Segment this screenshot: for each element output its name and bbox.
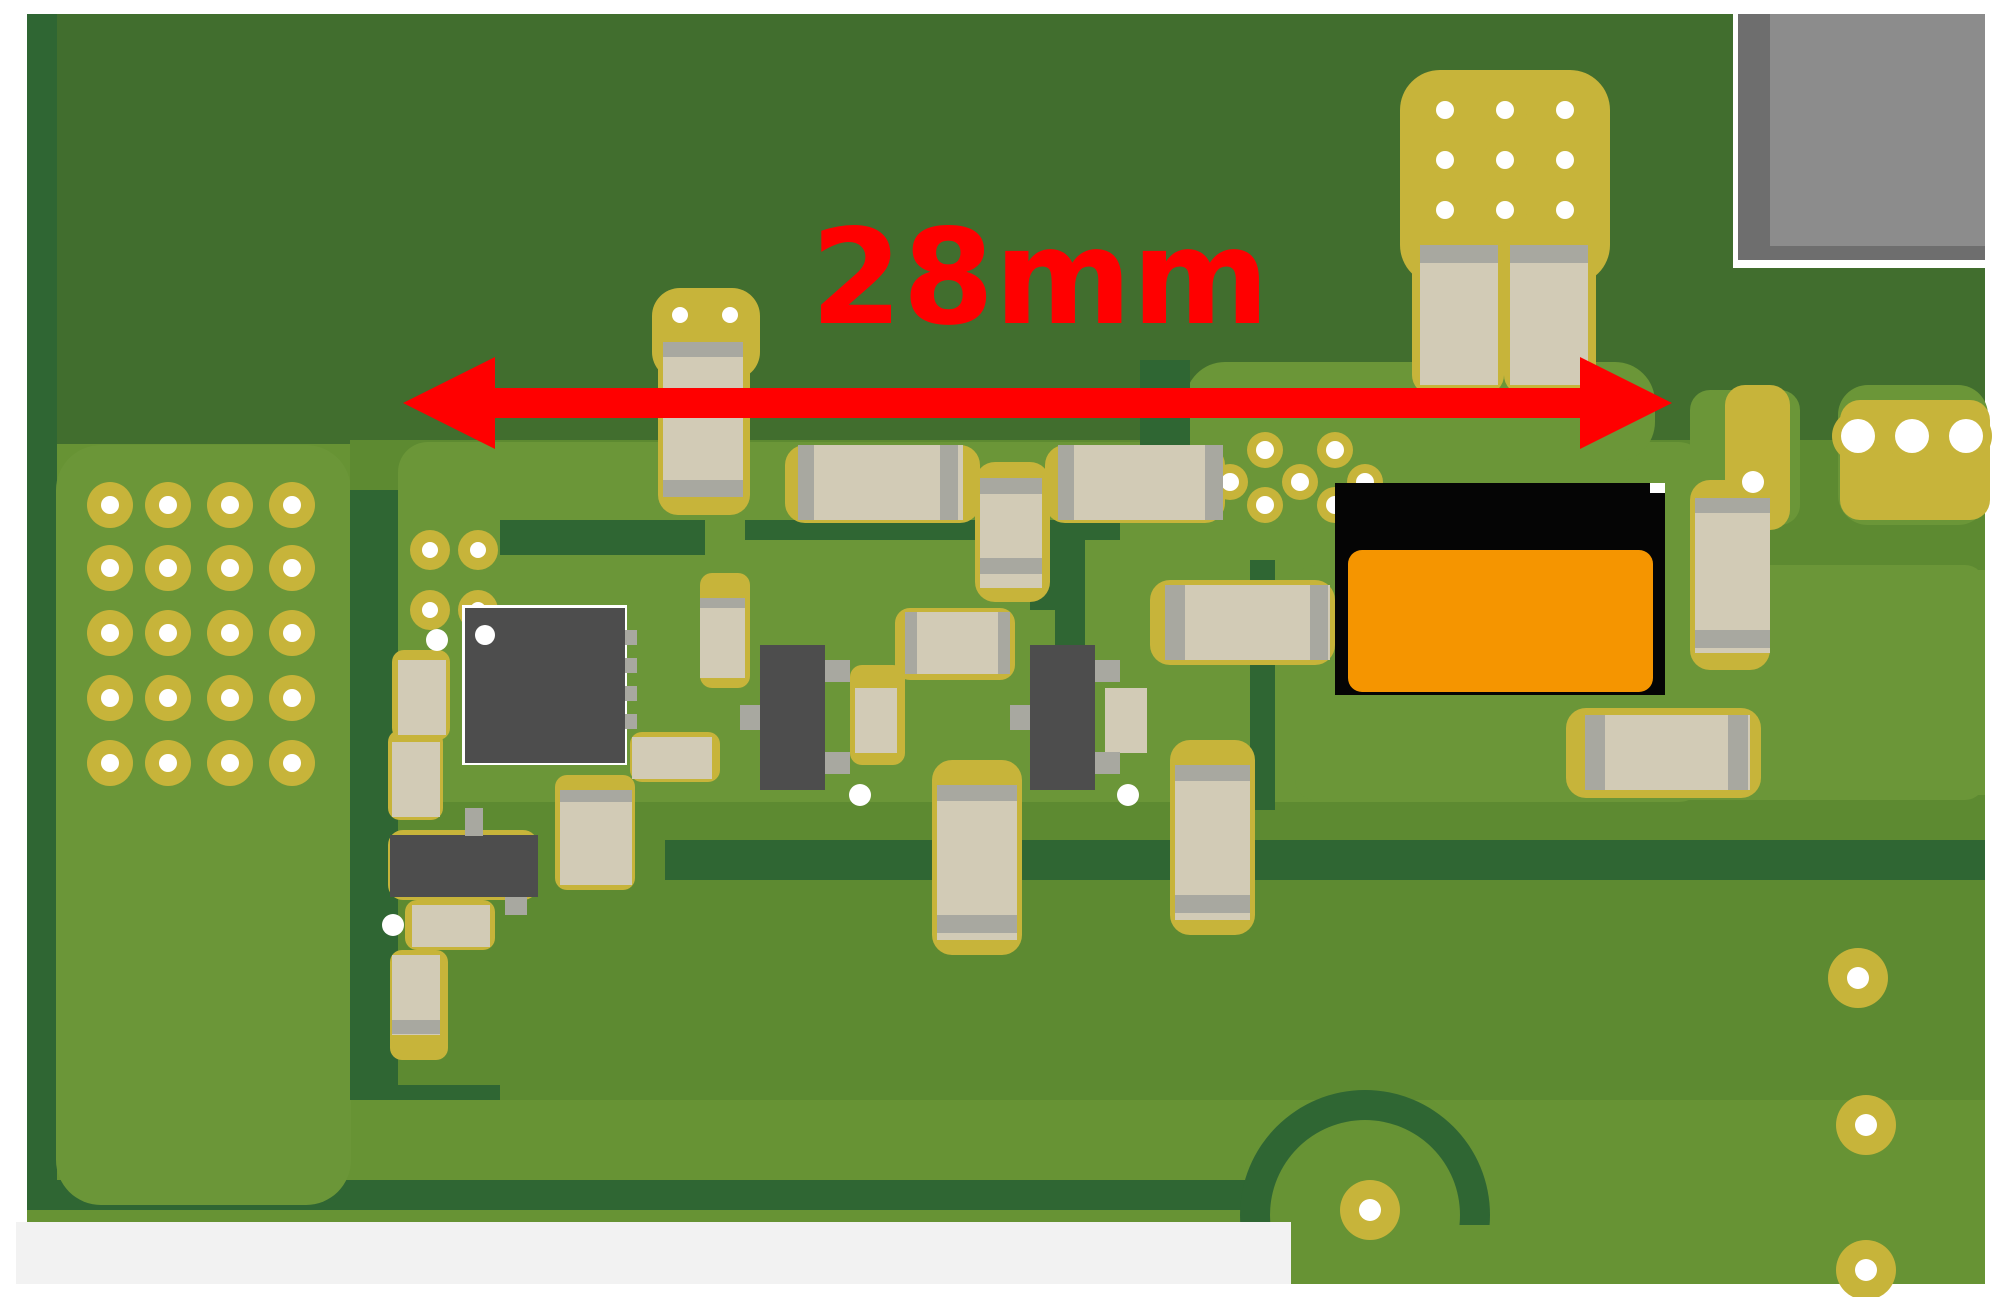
dimension-annotation: 28mm [403,201,1672,449]
dimension-label: 28mm [811,201,1270,355]
passive-components [392,245,1770,1035]
transistor-q2 [1010,645,1120,790]
pin1-markers [382,471,1764,936]
double-headed-arrow-icon [403,357,1672,449]
ic-u1 [462,605,637,765]
gray-housing [1733,14,1985,268]
via-field-left [87,482,315,786]
transistor-q1 [740,645,850,790]
upper-copper-pour [27,14,1985,444]
transistor-q3 [390,808,538,915]
via-column-right [1340,948,1896,1297]
pin1-dot-icon [475,625,495,645]
connector-j1 [1335,483,1665,695]
